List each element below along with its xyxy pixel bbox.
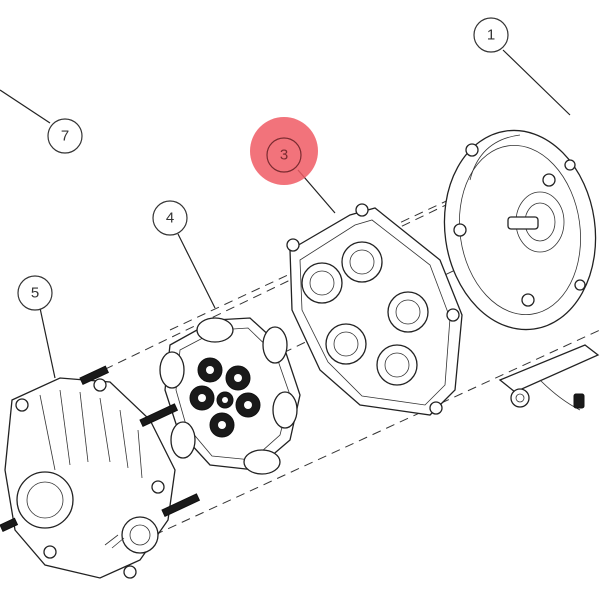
diaphragm-petals xyxy=(159,317,298,475)
callout-7-label: 7 xyxy=(61,128,69,145)
callout-3-label: 3 xyxy=(280,147,288,164)
callout-1-circle xyxy=(473,17,509,53)
assembly-bolts xyxy=(0,365,201,533)
callout-4-circle xyxy=(152,200,188,236)
callout-5[interactable]: 5 xyxy=(17,275,53,311)
callout-4-label: 4 xyxy=(166,210,174,227)
callout-7-circle xyxy=(47,118,83,154)
piston-bores xyxy=(301,241,429,386)
part-4-diaphragm xyxy=(159,317,301,475)
callout-5-label: 5 xyxy=(31,285,39,302)
callout-3-circle xyxy=(266,137,302,173)
callout-5-circle xyxy=(17,275,53,311)
callout-3-highlight xyxy=(250,117,318,185)
part-3-valve-housing xyxy=(286,203,463,416)
callout-3[interactable]: 3 xyxy=(266,137,302,173)
callout-1-label: 1 xyxy=(487,27,495,44)
part-1-motor-flange xyxy=(443,129,597,331)
callout-7[interactable]: 7 xyxy=(47,118,83,154)
callout-1[interactable]: 1 xyxy=(473,17,509,53)
callout-4[interactable]: 4 xyxy=(152,200,188,236)
part-5-pump-head xyxy=(4,377,176,579)
terminal-bracket xyxy=(498,344,600,411)
valve-cluster xyxy=(189,357,261,438)
pump-head-ribs xyxy=(39,389,143,479)
